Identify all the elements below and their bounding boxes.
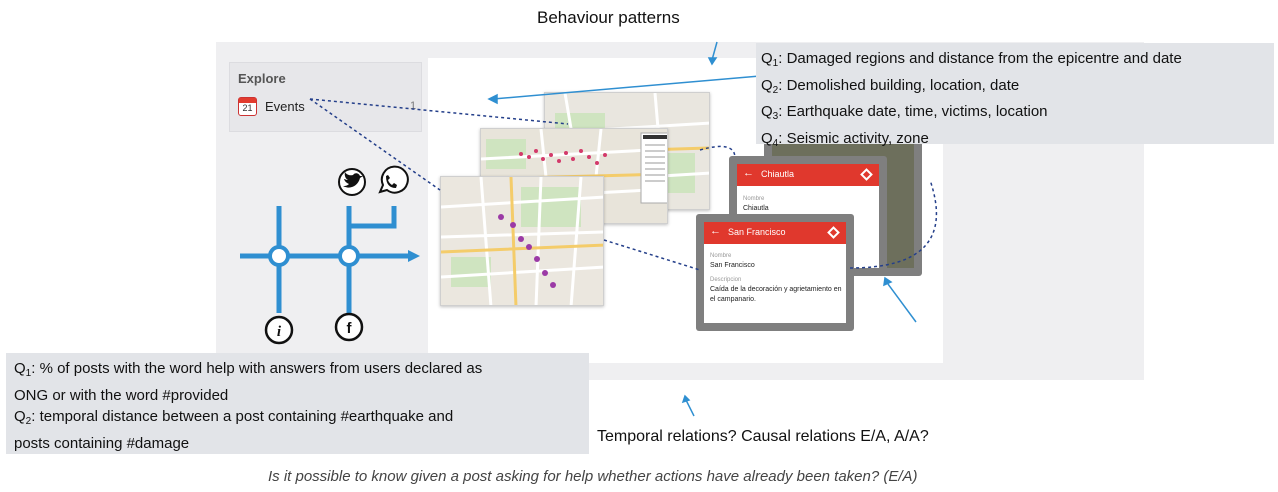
footer-question: Is it possible to know given a post aski… [268, 468, 918, 485]
pointer-arrow-caption [685, 399, 695, 417]
dashed-link-1 [309, 98, 569, 125]
bottom-query-2-line-2: posts containing #damage [14, 434, 190, 452]
info-icon: i [264, 315, 294, 345]
top-queries-box: Q1: Damaged regions and distance from th… [756, 43, 1274, 149]
events-label: Events [265, 99, 305, 114]
pointer-arrow-title [711, 41, 718, 61]
events-item[interactable]: 21 Events 1 [238, 97, 418, 119]
bottom-query-1-line-2: ONG or with the word #provided [14, 386, 229, 404]
diagram-title: Behaviour patterns [537, 8, 680, 27]
events-count: 1 [410, 100, 417, 112]
pipe-arrowhead [408, 250, 420, 262]
map-screenshot-front [440, 176, 604, 306]
back-arrow-icon[interactable]: ← [743, 167, 754, 179]
field-label-name: Nombre [743, 196, 765, 202]
dashed-link-2 [309, 98, 441, 191]
dashed-link-4 [603, 239, 701, 271]
top-query-1: Q1: Damaged regions and distance from th… [761, 50, 1182, 69]
bottom-query-2-line-1: Q2: temporal distance between a post con… [14, 408, 454, 427]
phone-san-francisco: ← San Francisco Nombre San Francisco Des… [696, 214, 854, 331]
bottom-queries-box: Q1: % of posts with the word help with a… [6, 353, 589, 454]
svg-text:f: f [347, 320, 353, 337]
back-arrow-icon[interactable]: ← [710, 225, 721, 237]
pointer-arrow-explore [492, 75, 761, 100]
pipe-branch [349, 206, 397, 229]
facebook-icon: f [334, 312, 364, 342]
whatsapp-icon [378, 165, 409, 194]
top-query-4: Q4: Seismic activity, zone [761, 129, 929, 149]
field-value-description-1: Caída de la decoración y agrietamiento e… [710, 286, 842, 293]
explore-panel: Explore 21 Events 1 [229, 62, 422, 132]
top-query-3: Q3: Earthquake date, time, victims, loca… [761, 103, 1048, 122]
dashed-link-5 [849, 179, 938, 269]
pipe-node-left [268, 245, 290, 267]
field-value-name: Chiautla [743, 205, 769, 212]
svg-text:i: i [277, 324, 282, 340]
field-value-name: San Francisco [710, 262, 755, 269]
calendar-icon: 21 [238, 97, 257, 116]
phone-title-san-francisco: San Francisco [728, 227, 786, 237]
calendar-day: 21 [242, 103, 253, 113]
field-value-description-2: el campanario. [710, 296, 756, 303]
bottom-query-1-line-1: Q1: % of posts with the word help with a… [14, 360, 483, 379]
top-query-2: Q2: Demolished building, location, date [761, 76, 1020, 96]
explore-heading: Explore [238, 71, 286, 86]
pipe-node-right [338, 245, 360, 267]
dashed-link-3 [699, 145, 736, 159]
twitter-icon [338, 168, 366, 196]
field-label-name: Nombre [710, 253, 732, 259]
field-label-description: Descripcion [710, 277, 742, 283]
phone-title-chiautla: Chiautla [761, 169, 795, 179]
map-stack [440, 92, 710, 312]
pointer-arrow-phone [887, 283, 917, 323]
relations-caption: Temporal relations? Causal relations E/A… [597, 428, 929, 445]
